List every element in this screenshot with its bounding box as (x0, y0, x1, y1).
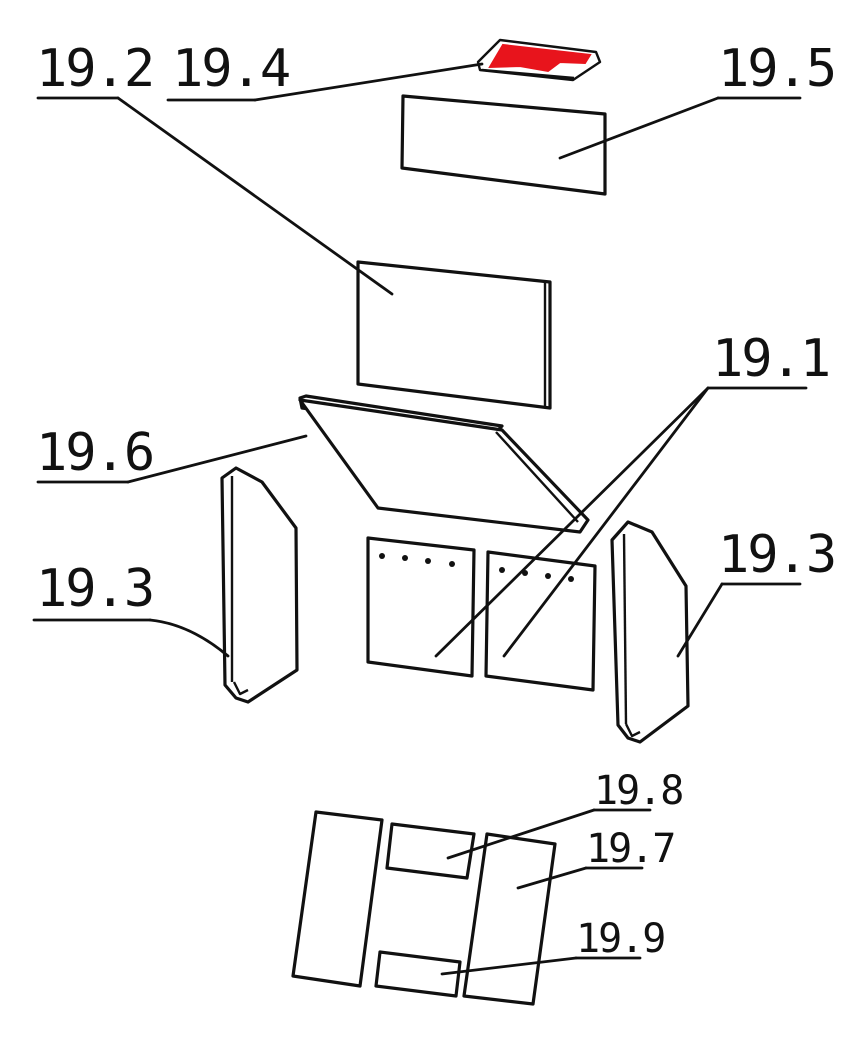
leader-19-6 (36, 434, 308, 484)
leader-19-2 (36, 96, 394, 296)
leader-19-9 (440, 956, 642, 976)
label-19-9: 19.9 (576, 916, 664, 962)
part-19-7-right-outline (462, 832, 557, 1006)
label-19-7: 19.7 (586, 826, 674, 872)
part-19-3-left-foot (232, 681, 249, 696)
part-19-2-outline (356, 260, 552, 410)
part-19-4-outline (476, 38, 602, 82)
part-19-3-right[interactable] (610, 520, 690, 744)
leader-19-3-right (676, 582, 802, 658)
part-19-6-fold (495, 431, 579, 523)
part-19-5[interactable] (400, 94, 607, 196)
leader-19-3-left (32, 618, 230, 658)
hole (449, 561, 455, 567)
hole (425, 558, 431, 564)
part-19-3-right-edge (622, 533, 628, 725)
part-19-3-left[interactable] (220, 466, 299, 704)
hole (379, 553, 385, 559)
part-19-6-outline (298, 398, 590, 534)
label-19-6: 19.6 (36, 423, 153, 483)
part-19-3-left-outline (220, 466, 299, 704)
part-19-9-outline (374, 950, 462, 998)
label-19-2: 19.2 (36, 39, 153, 99)
part-19-1-right-brick[interactable] (484, 550, 597, 692)
label-19-3-right: 19.3 (718, 525, 835, 585)
leader-line-19-1a (434, 386, 710, 658)
leader-19-4 (166, 62, 484, 102)
label-19-8: 19.8 (594, 768, 682, 814)
hole (402, 555, 408, 561)
leader-line-19-4 (253, 62, 484, 102)
leader-19-7 (516, 866, 644, 890)
leader-19-1 (434, 386, 808, 658)
part-19-1-left-brick[interactable] (366, 536, 476, 678)
part-19-4-highlight (488, 43, 592, 73)
label-19-4: 19.4 (172, 39, 289, 99)
part-19-3-right-foot (624, 723, 641, 738)
leader-line-19-6 (126, 434, 308, 484)
part-19-3-right-outline (610, 520, 690, 744)
part-19-7-left-outline (291, 810, 384, 988)
part-19-8-outline (385, 822, 476, 880)
part-19-8[interactable] (385, 822, 476, 880)
leader-line-19-9 (440, 956, 578, 976)
label-19-5: 19.5 (718, 39, 835, 99)
leader-line-19-7 (516, 866, 588, 890)
hole (545, 573, 551, 579)
leader-line-19-3-left (148, 618, 230, 658)
hole (499, 567, 505, 573)
part-19-7-left[interactable] (291, 810, 384, 988)
part-19-4[interactable] (476, 38, 602, 82)
part-19-6[interactable] (298, 394, 590, 534)
label-19-3-left: 19.3 (36, 559, 153, 619)
part-19-1-right-outline (484, 550, 597, 692)
leader-line-19-3-right (676, 582, 724, 658)
part-19-9[interactable] (374, 950, 462, 998)
part-19-4-edge (481, 68, 575, 80)
hole (568, 576, 574, 582)
leader-19-5 (558, 96, 802, 160)
part-19-2[interactable] (356, 260, 552, 410)
leader-19-8 (446, 808, 652, 860)
part-19-1-left-outline (366, 536, 476, 678)
leader-line-19-5 (558, 96, 720, 160)
part-19-7-right[interactable] (462, 832, 557, 1006)
leader-line-19-2 (116, 96, 394, 296)
part-19-5-outline (400, 94, 607, 196)
label-19-1: 19.1 (712, 329, 829, 389)
leader-line-19-8 (446, 808, 596, 860)
leader-line-19-1b (502, 386, 710, 658)
